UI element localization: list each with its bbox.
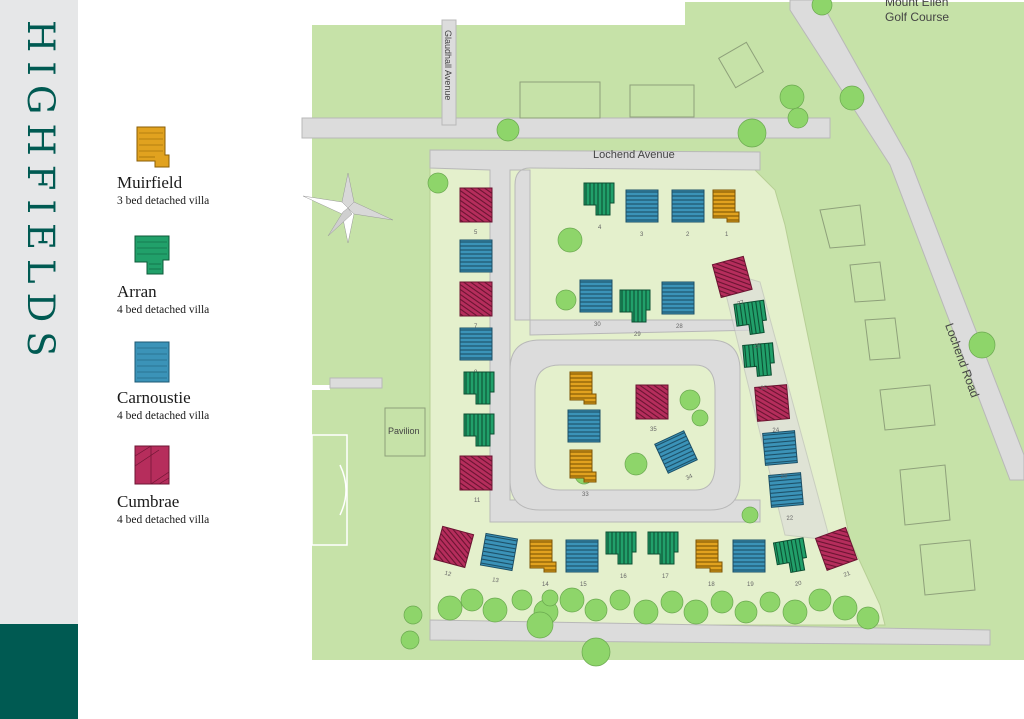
pavilion-label: Pavilion: [388, 426, 420, 436]
plot-13-carnoustie-house[interactable]: 13: [478, 532, 519, 586]
plot-number-label: 1: [725, 232, 729, 238]
legend-desc-carnoustie: 4 bed detached villa: [117, 410, 210, 422]
plot-16-arran-house[interactable]: 16: [605, 531, 637, 580]
plot-number-label: 18: [708, 582, 715, 588]
plot-number-label: 20: [795, 581, 803, 588]
plot-number-label: 33: [582, 492, 589, 498]
legend-name-muirfield: Muirfield: [117, 173, 183, 192]
plot-19-carnoustie-house[interactable]: 19: [732, 539, 766, 588]
existing-buildings: [384, 41, 976, 596]
plot-number-label: 17: [662, 574, 669, 580]
plot-20-arran-house[interactable]: 20: [772, 537, 811, 590]
plot-12-cumbrae-house[interactable]: 12: [430, 525, 475, 581]
plot-15-carnoustie-house[interactable]: 15: [565, 539, 599, 588]
plot-1-muirfield-house[interactable]: 1: [712, 189, 740, 238]
sidebar: HIGHFIELDS: [0, 0, 78, 719]
plot-7-cumbrae-house[interactable]: 7: [459, 281, 493, 330]
plot-23-carnoustie-house[interactable]: 23: [762, 430, 799, 482]
plot-number-label: 15: [580, 582, 587, 588]
plot-number-label: 11: [474, 498, 481, 504]
plot-number-label: 4: [598, 225, 602, 231]
plot-number-label: 19: [747, 582, 754, 588]
plot-30-carnoustie-house[interactable]: 30: [579, 279, 613, 328]
sidebar-accent-block: [0, 624, 78, 719]
plot-14-muirfield-house[interactable]: 14: [529, 539, 557, 588]
football-pitch: [311, 434, 348, 546]
plot-number-label: 27: [737, 300, 746, 308]
legend-desc-cumbrae: 4 bed detached villa: [117, 514, 210, 526]
carnoustie-house-icon: [134, 341, 170, 383]
plot-11-cumbrae-house[interactable]: 11: [459, 455, 493, 504]
golf-course-label-line1: Mount Ellen: [885, 0, 948, 9]
plot-29-arran-house[interactable]: 29: [619, 289, 651, 338]
plot-number-label: 5: [474, 230, 478, 236]
compass-rose-icon: [302, 172, 394, 244]
plot-33-muirfield-house[interactable]: 33: [569, 449, 597, 498]
plot-21-cumbrae-house[interactable]: 21: [814, 526, 861, 583]
legend-name-cumbrae: Cumbrae: [117, 492, 180, 511]
plot-5-cumbrae-house[interactable]: 5: [459, 187, 493, 236]
lochend-avenue-label: Lochend Avenue: [593, 149, 675, 161]
site-plan-map: 1234567891011121314151617181920212223242…: [301, 0, 1024, 667]
plot-35-cumbrae-house[interactable]: 35: [635, 384, 669, 433]
trees: [400, 0, 996, 667]
arran-house-icon: [134, 235, 170, 275]
plot-number-label: 7: [474, 324, 478, 330]
plot-28-carnoustie-house[interactable]: 28: [661, 281, 695, 330]
legend-item-muirfield: Muirfield 3 bed detached villa: [117, 125, 209, 209]
cumbrae-house-icon: [134, 445, 170, 485]
plot-2-carnoustie-house[interactable]: 2: [671, 189, 705, 238]
plot-number-label: 12: [444, 571, 453, 579]
plot-34-carnoustie-house[interactable]: 34: [654, 430, 704, 488]
plot-number-label: 13: [491, 577, 499, 584]
plot-number-label: 23: [780, 473, 788, 480]
plot-number-label: 25: [760, 385, 768, 392]
golf-course-label-line2: Golf Course: [885, 10, 949, 24]
glaudhall-avenue-label: Glaudhall Avenue: [443, 30, 453, 100]
legend-name-arran: Arran: [117, 282, 157, 301]
plot-27-cumbrae-house[interactable]: 27: [711, 255, 755, 311]
plot-number-label: 35: [650, 427, 657, 433]
plot-number-label: 29: [634, 332, 641, 338]
plot-number-label: 14: [542, 582, 549, 588]
plot-number-label: 26: [754, 343, 762, 350]
plot-25-arran-house[interactable]: 25: [742, 342, 777, 393]
plot-number-label: 30: [594, 322, 601, 328]
muirfield-house-icon: [136, 126, 170, 168]
plot-17-arran-house[interactable]: 17: [647, 531, 679, 580]
plots-layer: 1234567891011121314151617181920212223242…: [430, 182, 861, 590]
plot-4-arran-house[interactable]: 4: [583, 182, 615, 231]
plot-number-label: 16: [620, 574, 627, 580]
plot-number-label: 3: [640, 232, 644, 238]
legend-desc-arran: 4 bed detached villa: [117, 304, 210, 316]
brand-title: HIGHFIELDS: [19, 20, 62, 366]
plot-26-arran-house[interactable]: 26: [733, 299, 770, 352]
legend-item-carnoustie: Carnoustie 4 bed detached villa: [117, 340, 209, 424]
legend-desc-muirfield: 3 bed detached villa: [117, 195, 210, 207]
plot-3-carnoustie-house[interactable]: 3: [625, 189, 659, 238]
plot-number-label: 2: [686, 232, 690, 238]
plot-number-label: 24: [772, 427, 780, 434]
plot-number-label: 34: [685, 473, 694, 482]
plot-24-cumbrae-house[interactable]: 24: [754, 384, 791, 436]
plot-22-carnoustie-house[interactable]: 22: [768, 472, 805, 524]
legend-item-cumbrae: Cumbrae 4 bed detached villa: [117, 444, 209, 528]
plot-number-label: 22: [786, 515, 794, 522]
legend-item-arran: Arran 4 bed detached villa: [117, 234, 209, 318]
plot-number-label: 28: [676, 324, 683, 330]
plot-number-label: 21: [843, 571, 852, 579]
plot-6-carnoustie-house[interactable]: 6: [459, 239, 493, 288]
legend-name-carnoustie: Carnoustie: [117, 388, 191, 407]
plot-18-muirfield-house[interactable]: 18: [695, 539, 723, 588]
